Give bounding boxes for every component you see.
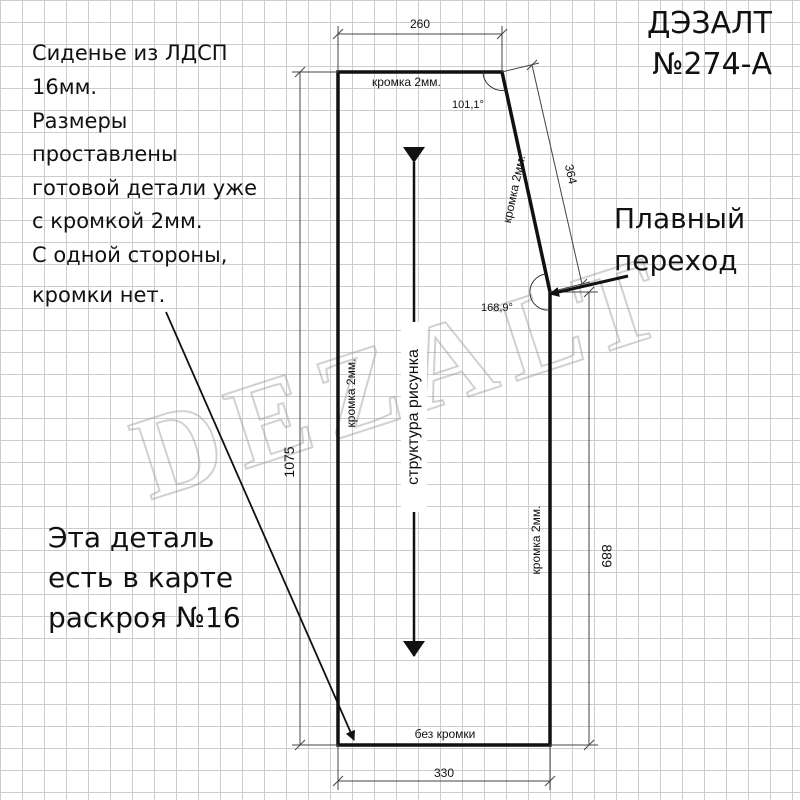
no-edge-pointer-arrow [165,311,355,741]
note-line: Размеры [32,109,127,133]
smooth-transition-note: Плавный переход [614,202,745,277]
note-line: Сиденье из ЛДСП [32,41,228,65]
grain-label-backdrop [401,322,427,512]
part-outline [336,70,552,747]
dimension-top-label: 260 [410,17,430,31]
cut-map-line: Эта деталь [48,521,214,554]
dimension-bottom [332,745,556,790]
angle-top-label: 101,1° [452,99,484,111]
cut-map-note: Эта деталь есть в карте раскроя №16 [48,521,241,634]
smooth-transition-arrow [549,274,629,297]
dimension-top [332,26,508,72]
description-note: Сиденье из ЛДСП 16мм. Размеры проставлен… [32,41,257,307]
edge-label-slant: кромка 2мм. [500,154,528,224]
edge-label-bottom: без кромки [415,727,476,741]
note-line: 16мм. [32,75,97,99]
cut-map-line: раскроя №16 [48,601,241,634]
dimension-left [292,66,338,751]
angle-arc-top [482,71,507,91]
dimension-slant-label: 364 [562,163,580,186]
grain-direction-label: структура рисунка [405,349,422,485]
transition-line: Плавный [614,202,745,235]
note-line: С одной стороны, [32,243,227,267]
brand-title: ДЭЗАЛТ [647,6,773,41]
dimension-bottom-label: 330 [434,766,454,780]
dimension-left-label: 1075 [281,446,297,477]
transition-line: переход [614,244,738,277]
dimension-right [550,286,598,751]
angle-bend-label: 168,9° [481,302,513,314]
edge-label-right: кромка 2мм. [529,506,543,575]
angle-arc-bend [529,273,551,311]
edge-label-top: кромка 2мм. [372,75,441,89]
dimension-right-label: 889 [599,544,615,568]
note-line: проставлены [32,142,178,166]
edge-label-left: кромка 2мм. [344,359,358,428]
note-line: кромки нет. [32,283,165,307]
cut-map-line: есть в карте [48,561,233,594]
model-number: №274-А [652,47,772,82]
note-line: готовой детали уже [32,176,257,200]
note-line: с кромкой 2мм. [32,209,203,233]
